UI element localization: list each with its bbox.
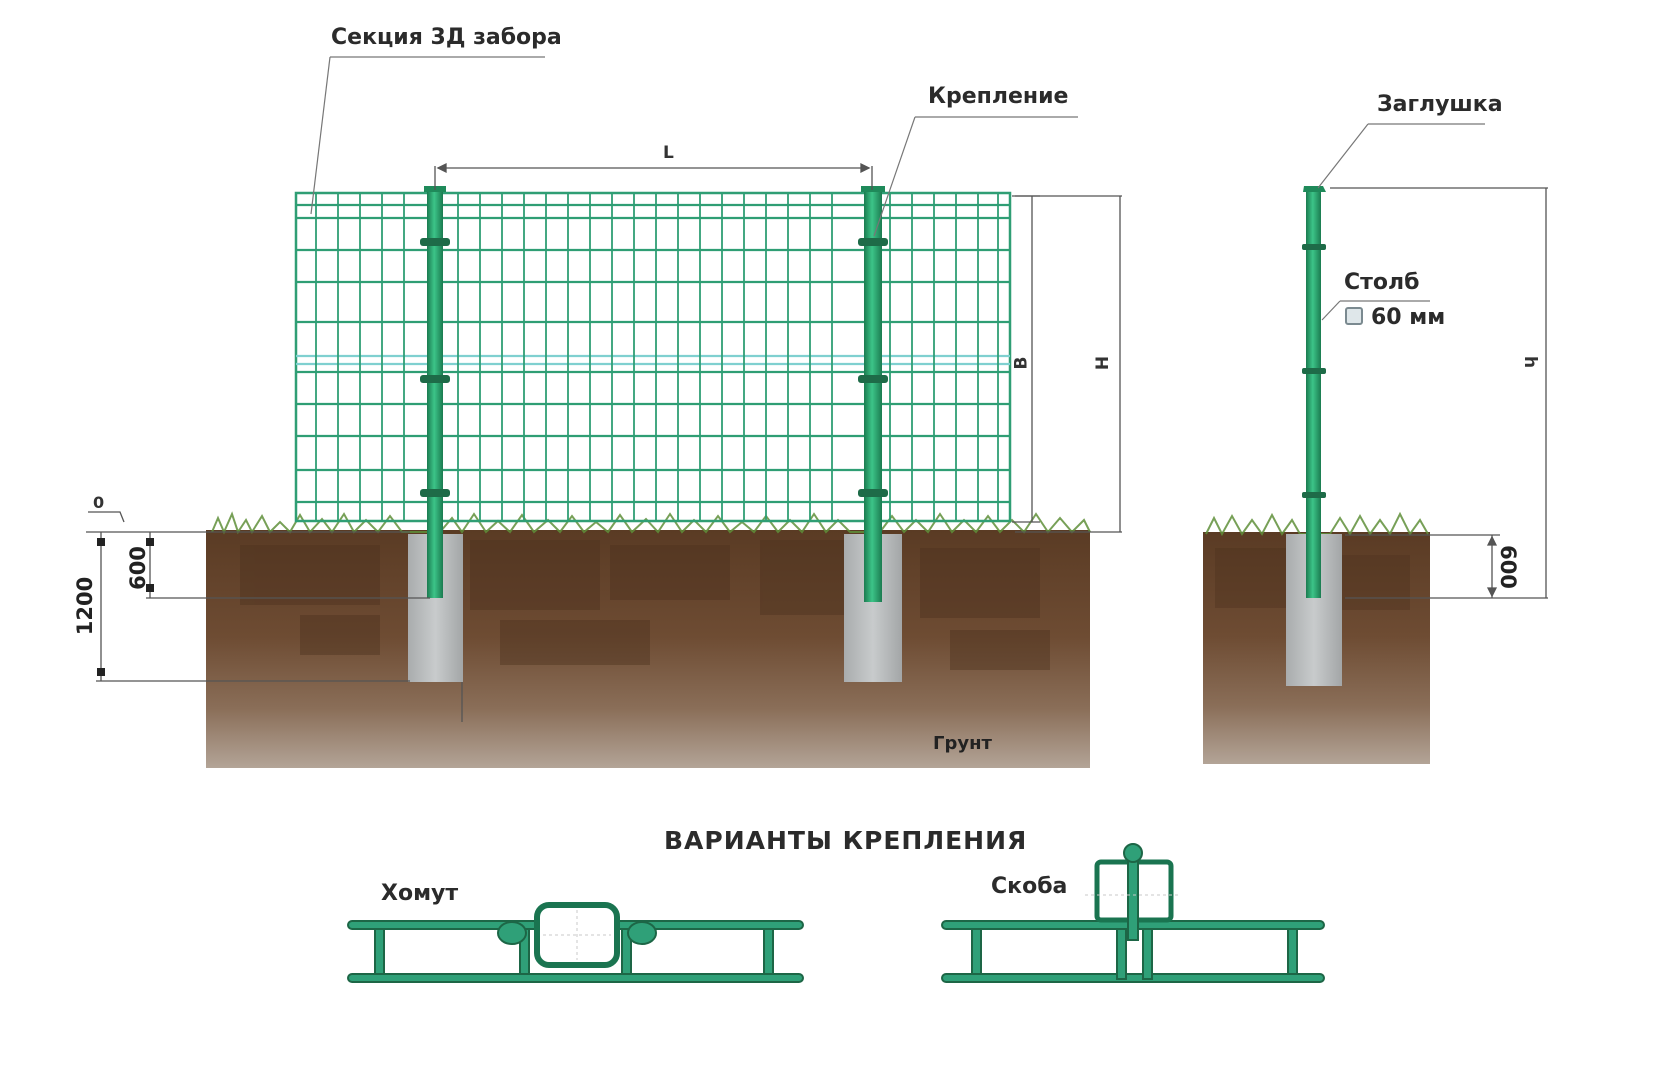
post-left: [424, 186, 446, 598]
dimension-ticks: [97, 538, 154, 676]
post-size-value: 60 мм: [1371, 305, 1446, 330]
variants-title: ВАРИАНТЫ КРЕПЛЕНИЯ: [664, 826, 1028, 855]
post-depth-label: 600: [1495, 545, 1520, 589]
clamp-label: Хомут: [381, 881, 459, 906]
post-height-label: h: [1520, 355, 1541, 369]
panel-height-label: B: [1011, 356, 1032, 370]
cap-label: Заглушка: [1377, 92, 1503, 117]
dimension-lines: [86, 162, 1548, 722]
depth-half-label: 600: [125, 546, 150, 590]
mesh-panel: [294, 191, 1012, 523]
square-profile-icon: [1345, 307, 1363, 325]
depth-full-label: 1200: [73, 576, 98, 636]
bracket-label: Скоба: [991, 874, 1068, 899]
length-label: L: [663, 143, 674, 163]
leader-lines: [310, 56, 1485, 321]
grass-main: [211, 511, 1091, 535]
zero-label: 0: [93, 493, 105, 512]
ground-label: Грунт: [933, 733, 992, 754]
post-right: [861, 186, 885, 602]
clamp-markers: [420, 238, 1326, 498]
fastening-label: Крепление: [928, 84, 1069, 109]
post-size: 60 мм: [1345, 305, 1445, 330]
post-label: Столб: [1344, 270, 1420, 295]
soil-main: [206, 530, 1090, 768]
fence-height-label: H: [1093, 355, 1114, 371]
bracket-variant: [941, 843, 1325, 983]
section-label: Секция 3Д забора: [331, 25, 562, 50]
clamp-variant: [347, 902, 804, 983]
